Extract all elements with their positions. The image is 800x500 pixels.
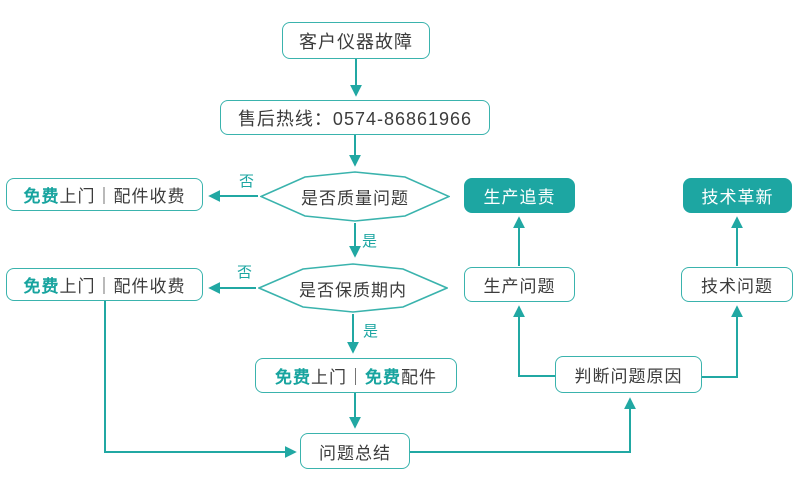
visit-text: 上门｜ bbox=[311, 368, 365, 387]
decision-quality: 是否质量问题 bbox=[260, 170, 450, 223]
node-production-problem: 生产问题 bbox=[464, 267, 575, 302]
node-production-accountability-label: 生产追责 bbox=[483, 188, 556, 207]
node-tech-innovation-label: 技术革新 bbox=[701, 188, 774, 207]
node-judge-cause-label: 判断问题原因 bbox=[574, 367, 683, 386]
node-production-accountability: 生产追责 bbox=[464, 178, 575, 213]
node-problem-summary-label: 问题总结 bbox=[319, 443, 391, 463]
node-customer-fault-label: 客户仪器故障 bbox=[299, 31, 413, 52]
node-problem-summary: 问题总结 bbox=[300, 433, 410, 469]
decision-warranty-label: 是否保质期内 bbox=[299, 280, 407, 300]
node-judge-cause: 判断问题原因 bbox=[555, 356, 702, 393]
decision-warranty: 是否保质期内 bbox=[258, 262, 448, 314]
hexagon-shape bbox=[258, 263, 448, 313]
paid-parts-text: 上门｜配件收费 bbox=[59, 277, 186, 296]
edge-label-quality-no: 否 bbox=[239, 173, 255, 190]
node-free-visit-free-parts: 免费上门｜免费配件 bbox=[255, 358, 457, 393]
decision-quality-label: 是否质量问题 bbox=[301, 189, 409, 208]
node-tech-problem: 技术问题 bbox=[681, 267, 793, 302]
node-free-visit-paid-parts-2: 免费上门｜配件收费 bbox=[6, 268, 203, 301]
edge-label-quality-yes: 是 bbox=[362, 233, 378, 250]
edge-judge-to-tech bbox=[702, 305, 743, 378]
free-accent: 免费 bbox=[23, 187, 60, 206]
node-hotline-label: 售后热线：0574-86861966 bbox=[237, 108, 473, 129]
node-production-problem-label: 生产问题 bbox=[483, 277, 556, 296]
paid-parts-text: 上门｜配件收费 bbox=[59, 187, 186, 206]
edge-label-warranty-no: 否 bbox=[237, 264, 253, 281]
hexagon-shape bbox=[260, 171, 450, 222]
edge-label-warranty-yes: 是 bbox=[363, 323, 379, 340]
node-tech-problem-label: 技术问题 bbox=[701, 277, 773, 296]
parts-text: 配件 bbox=[401, 368, 437, 387]
free-accent: 免费 bbox=[365, 368, 401, 387]
free-accent: 免费 bbox=[23, 277, 60, 296]
node-free-visit-paid-parts-1: 免费上门｜配件收费 bbox=[6, 178, 203, 211]
edge-summary-to-judge bbox=[410, 397, 636, 453]
node-tech-innovation: 技术革新 bbox=[683, 178, 792, 213]
edge-judge-to-production bbox=[513, 305, 555, 377]
node-customer-fault: 客户仪器故障 bbox=[282, 22, 430, 59]
free-accent: 免费 bbox=[275, 368, 311, 387]
node-hotline: 售后热线：0574-86861966 bbox=[220, 100, 490, 135]
